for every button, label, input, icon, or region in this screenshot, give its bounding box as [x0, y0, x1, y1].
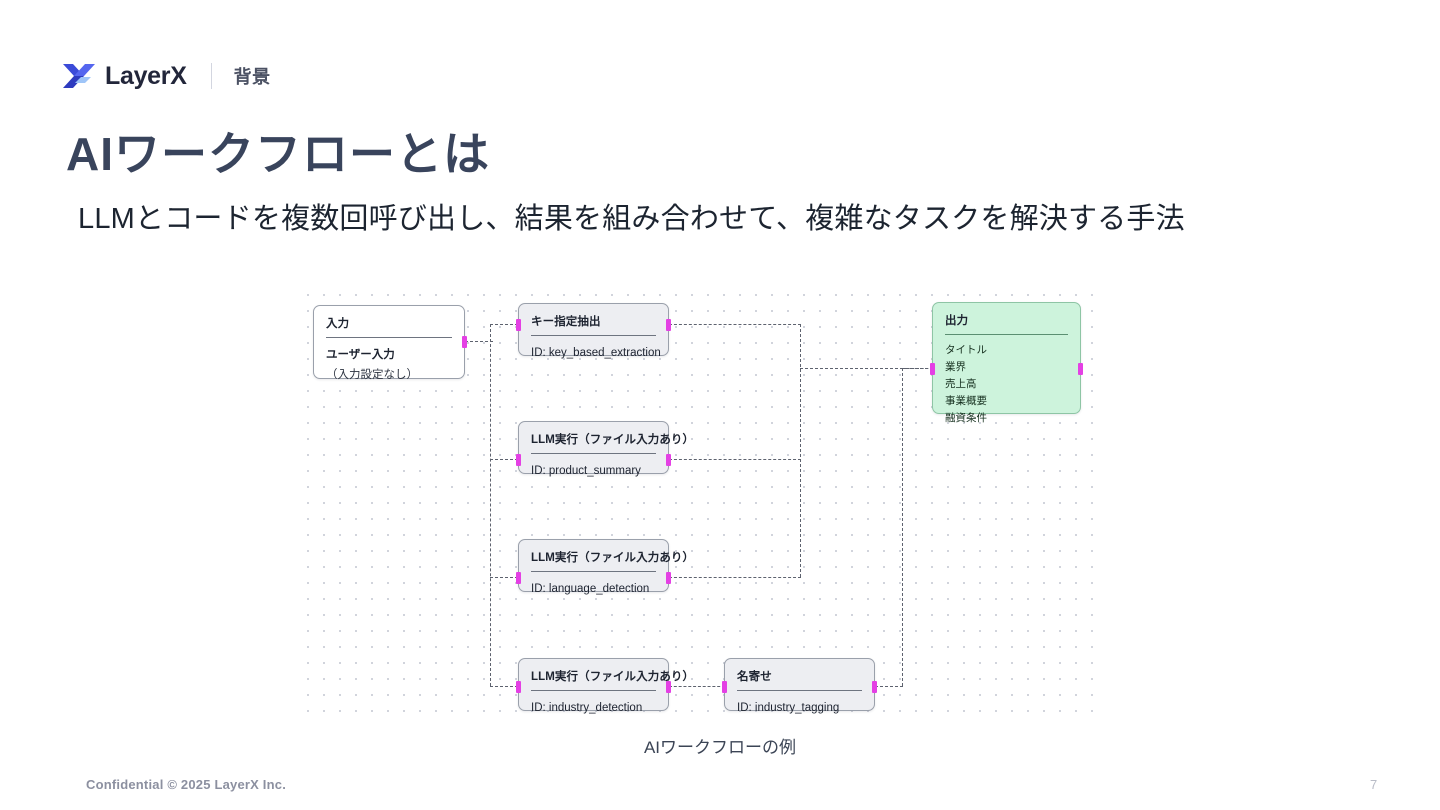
port-language-detection-output[interactable]	[666, 572, 671, 584]
output-field: タイトル	[945, 344, 987, 356]
section-label: 背景	[233, 67, 271, 87]
node-key-based-extraction-id: ID: key_based_extraction	[531, 347, 661, 359]
port-language-detection-input[interactable]	[516, 572, 521, 584]
edge-trunk-to-language-detection	[490, 577, 518, 578]
edge-language-detection-to-collector	[669, 577, 801, 578]
node-key-based-extraction[interactable]: キー指定抽出 ID: key_based_extraction	[516, 303, 671, 359]
edge-trunk-to-key-extraction	[490, 324, 518, 325]
node-input-line1: ユーザー入力	[326, 349, 395, 361]
slide-header: LayerX 背景	[62, 56, 271, 96]
node-industry-detection[interactable]: LLM実行（ファイル入力あり） ID: industry_detection	[516, 658, 694, 714]
edge-product-summary-to-collector	[669, 459, 801, 460]
node-product-summary-title: LLM実行（ファイル入力あり）	[531, 431, 694, 454]
output-field: 売上高	[945, 378, 977, 390]
footer-confidential: Confidential © 2025 LayerX Inc.	[86, 777, 287, 792]
output-field: 融資条件	[945, 412, 987, 424]
edge-industry-detection-to-tagging	[669, 686, 725, 687]
footer-page-number: 7	[1370, 777, 1378, 792]
page-subtitle: LLMとコードを複数回呼び出し、結果を組み合わせて、複雑なタスクを解決する手法	[78, 203, 1185, 235]
node-industry-tagging-title: 名寄せ	[737, 668, 862, 691]
port-product-summary-output[interactable]	[666, 454, 671, 466]
edge-trunk-to-industry-detection	[490, 686, 518, 687]
node-product-summary[interactable]: LLM実行（ファイル入力あり） ID: product_summary	[516, 421, 694, 477]
edge-riser-to-output	[902, 368, 933, 369]
node-input[interactable]: 入力 ユーザー入力 （入力設定なし）	[313, 305, 467, 381]
node-input-title: 入力	[326, 315, 452, 338]
edge-tagging-riser	[902, 368, 903, 686]
port-output-output[interactable]	[1078, 363, 1083, 375]
output-field: 業界	[945, 361, 966, 373]
port-industry-tagging-input[interactable]	[722, 681, 727, 693]
port-product-summary-input[interactable]	[516, 454, 521, 466]
node-industry-tagging[interactable]: 名寄せ ID: industry_tagging	[722, 658, 877, 714]
edge-tagging-to-riser	[875, 686, 903, 687]
node-input-line2: （入力設定なし）	[326, 368, 418, 381]
node-language-detection-id: ID: language_detection	[531, 583, 650, 595]
edge-key-extraction-to-collector	[669, 324, 801, 325]
port-industry-detection-input[interactable]	[516, 681, 521, 693]
node-industry-tagging-id: ID: industry_tagging	[737, 702, 840, 714]
edge-input-to-trunk	[465, 341, 493, 342]
node-input-body: ユーザー入力 （入力設定なし）	[326, 347, 452, 383]
node-key-based-extraction-title: キー指定抽出	[531, 313, 656, 336]
edge-left-trunk	[490, 324, 491, 686]
brand-name: LayerX	[105, 61, 187, 90]
port-output-input[interactable]	[930, 363, 935, 375]
workflow-diagram-canvas: 入力 ユーザー入力 （入力設定なし） キー指定抽出 ID: key_based_…	[297, 284, 1107, 724]
node-language-detection[interactable]: LLM実行（ファイル入力あり） ID: language_detection	[516, 539, 694, 595]
node-industry-detection-id: ID: industry_detection	[531, 702, 643, 714]
node-output-field-list: タイトル 業界 売上高 事業概要 融資条件	[945, 342, 1068, 427]
port-input-output[interactable]	[462, 336, 467, 348]
diagram-caption: AIワークフローの例	[643, 738, 797, 757]
port-key-based-extraction-output[interactable]	[666, 319, 671, 331]
edge-right-collector	[800, 324, 801, 577]
header-divider	[210, 63, 212, 89]
node-product-summary-id: ID: product_summary	[531, 465, 641, 477]
node-output-title: 出力	[945, 312, 1068, 335]
edge-collector-to-output	[800, 368, 933, 369]
layerx-logo-icon	[62, 61, 96, 91]
node-output[interactable]: 出力 タイトル 業界 売上高 事業概要 融資条件	[930, 302, 1083, 424]
node-industry-detection-title: LLM実行（ファイル入力あり）	[531, 668, 694, 691]
node-language-detection-title: LLM実行（ファイル入力あり）	[531, 549, 694, 572]
page-title: AIワークフローとは	[66, 128, 490, 180]
edge-trunk-to-product-summary	[490, 459, 518, 460]
port-industry-tagging-output[interactable]	[872, 681, 877, 693]
port-key-based-extraction-input[interactable]	[516, 319, 521, 331]
port-industry-detection-output[interactable]	[666, 681, 671, 693]
output-field: 事業概要	[945, 395, 987, 407]
